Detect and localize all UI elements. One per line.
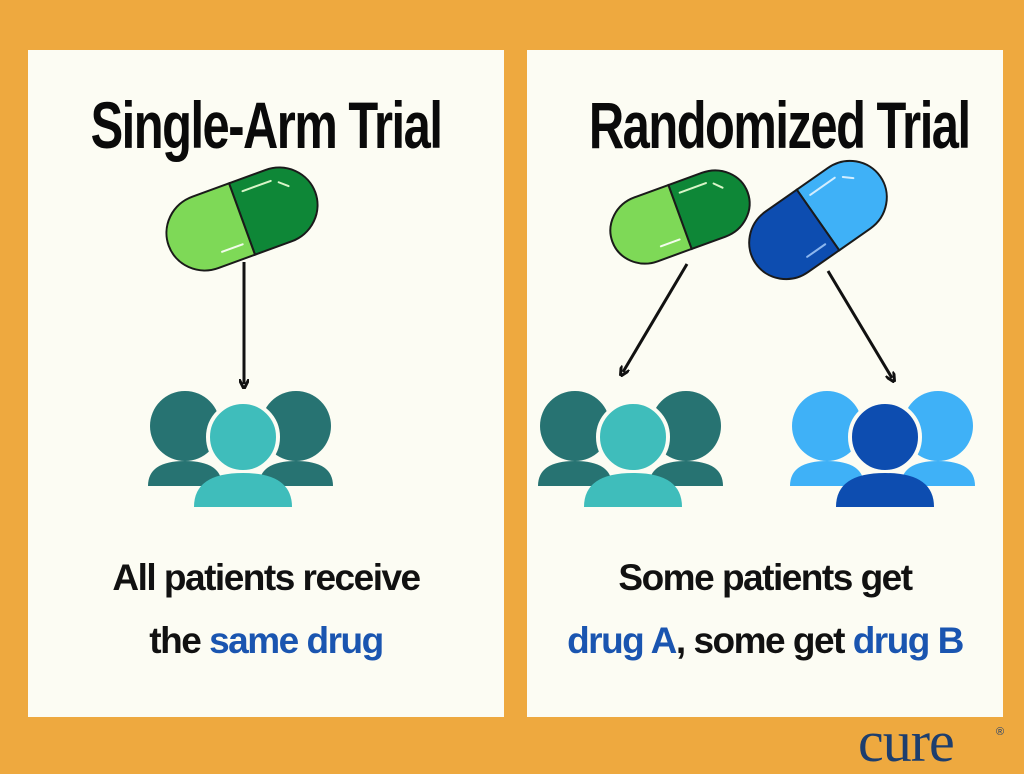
randomized-title: Randomized Trial <box>588 88 971 162</box>
single-arm-caption-line2: the same drug <box>28 610 504 672</box>
arrow-down-icon <box>826 270 892 378</box>
randomized-panel: Randomized Trial <box>527 50 1003 717</box>
arrow-down-icon <box>623 263 689 372</box>
cure-logo: cure <box>858 709 955 774</box>
randomized-caption-line2: drug A, some get drug B <box>527 610 1003 672</box>
caption-text: , some get <box>675 620 853 661</box>
registered-mark: ® <box>996 726 1005 738</box>
randomized-caption-line1: Some patients get <box>618 557 913 598</box>
teal-patient-group-icon <box>148 391 333 507</box>
single-arm-diagram <box>148 166 333 507</box>
green-capsule-icon <box>609 169 751 265</box>
randomized-diagram <box>538 159 975 507</box>
caption-text: the <box>149 620 210 661</box>
green-capsule-icon <box>165 166 319 272</box>
single-arm-title: Single-Arm Trial <box>90 88 443 162</box>
teal-patient-group-icon <box>538 391 723 507</box>
blue-patient-group-icon <box>790 391 975 507</box>
drug-b-highlight: drug B <box>852 620 965 661</box>
drug-a-highlight: drug A <box>567 620 677 661</box>
single-arm-caption-line1: All patients receive <box>112 557 421 598</box>
same-drug-highlight: same drug <box>209 620 384 661</box>
blue-capsule-icon <box>748 159 888 281</box>
single-arm-panel: Single-Arm Trial All patients receive <box>28 50 504 717</box>
